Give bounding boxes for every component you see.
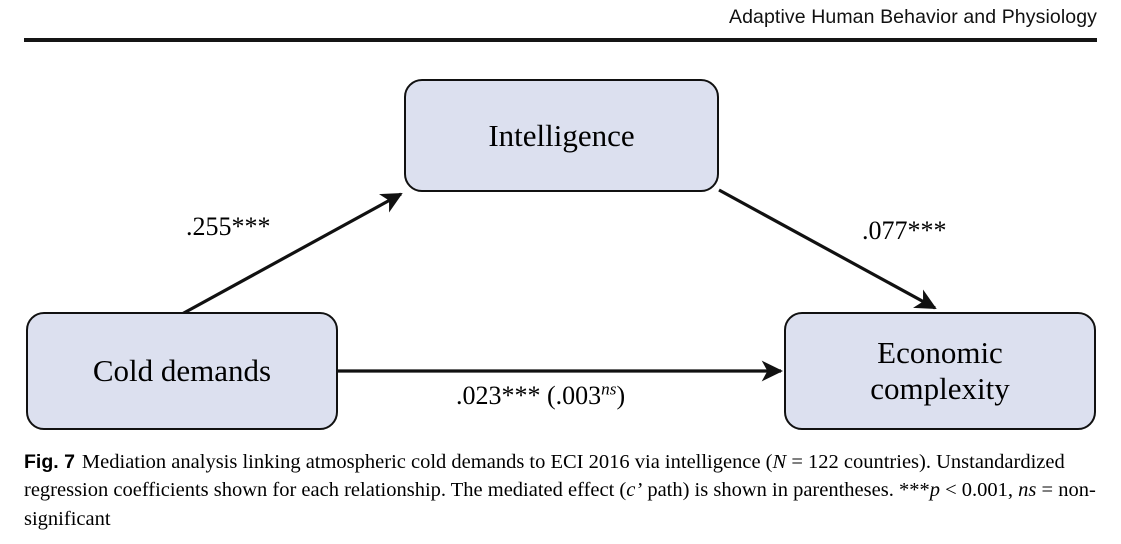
node-economic-complexity[interactable]: Economic complexity <box>784 312 1096 430</box>
path-coefficient-c: .023*** (.003ns) <box>456 379 626 411</box>
caption-italic-cprime: c’ <box>626 479 643 502</box>
header-divider-rule <box>24 38 1097 42</box>
caption-figure-number: Fig. 7 <box>24 451 75 473</box>
caption-italic-ns: ns <box>1018 479 1037 502</box>
path-coefficient-c-suffix: ) <box>616 381 626 410</box>
figure-diagram-area: Intelligence Cold demands Economic compl… <box>0 48 1121 440</box>
node-cold-demands[interactable]: Cold demands <box>26 312 338 430</box>
node-intelligence[interactable]: Intelligence <box>404 79 719 192</box>
caption-text-1: Mediation analysis linking atmospheric c… <box>81 451 773 473</box>
path-diagram-svg <box>181 188 937 382</box>
arrow-b-path <box>718 188 937 310</box>
figure-caption: Fig. 7 Mediation analysis linking atmosph… <box>24 448 1100 533</box>
arrow-a-path <box>181 192 403 316</box>
node-economic-complexity-label: Economic complexity <box>870 335 1010 406</box>
caption-text-4: < 0.001, <box>939 479 1019 502</box>
caption-text-2: = 122 countries). Unstandardized regress… <box>24 451 1065 502</box>
caption-italic-p: p <box>929 479 940 502</box>
path-coefficient-a: .255*** <box>186 212 271 241</box>
node-intelligence-label: Intelligence <box>488 117 635 153</box>
caption-italic-n: N <box>772 451 787 473</box>
caption-text-3: path) is shown in parentheses. *** <box>642 479 930 502</box>
path-coefficient-b: .077*** <box>862 216 947 245</box>
journal-running-head: Adaptive Human Behavior and Physiology <box>728 6 1097 28</box>
path-coefficient-c-superscript: ns <box>601 379 617 399</box>
caption-text-5: = non-significant <box>24 479 1096 530</box>
path-coefficient-c-main: .023*** (.003 <box>456 381 602 410</box>
node-cold-demands-label: Cold demands <box>92 353 272 389</box>
